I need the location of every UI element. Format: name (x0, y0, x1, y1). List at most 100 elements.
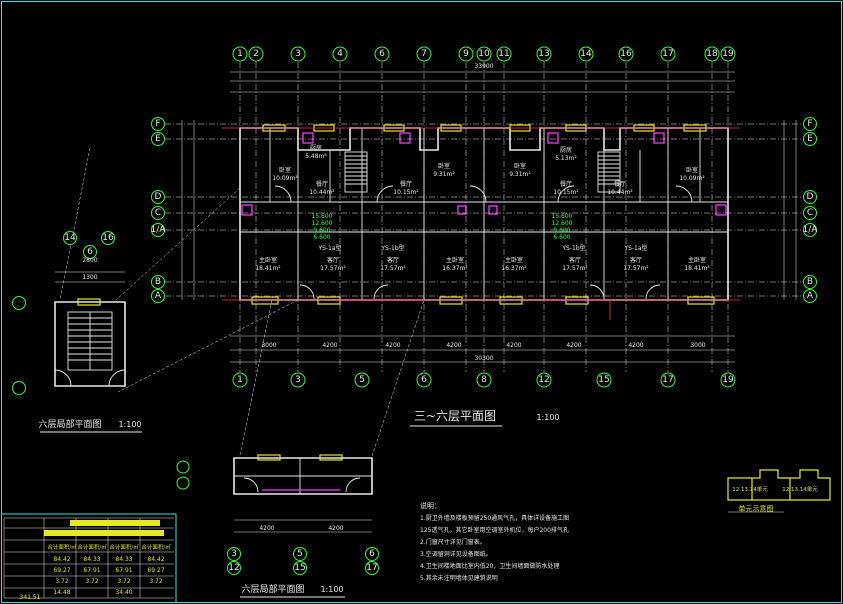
room-name: 卧室 (438, 162, 450, 170)
local-dim: 4200 (328, 525, 343, 532)
room-area: 16.37m² (442, 265, 468, 272)
left-local-plan (54, 147, 299, 393)
elevation-mark: 9.600 (553, 227, 570, 234)
axis-bubble-row: A (151, 289, 165, 303)
axis-bubble-bottom: 8 (476, 372, 492, 388)
room-area: 10.15m² (553, 189, 579, 196)
local-dim: 1300 (82, 274, 97, 281)
room-area: 18.41m² (255, 265, 281, 272)
axis-bubble-bottom: 15 (596, 372, 612, 388)
axis-label: 1/A (151, 225, 167, 235)
bottom-dim: 4200 (628, 342, 643, 349)
table-cell: 69.27 (147, 567, 164, 574)
notes-line: 4.卫生间楼地面比室内低20，卫生间墙面做防水处理 (420, 562, 559, 570)
axis-bubble-bottom: 19 (720, 372, 736, 388)
plan-scale: 1:100 (536, 413, 559, 422)
room-area: 9.31m² (433, 171, 455, 178)
notes-heading: 说明： (420, 501, 441, 510)
axis-label: 1 (237, 375, 243, 385)
axis-bubble-row: F (151, 117, 165, 131)
local-dim: 2800 (82, 257, 97, 264)
room-name: 客厅 (630, 256, 642, 264)
room-area: 16.37m² (501, 265, 527, 272)
axis-label: 10 (478, 49, 490, 59)
room-name: 客厅 (327, 256, 339, 264)
axis-label: B (807, 277, 813, 287)
unit-type: YS-1a型 (623, 244, 647, 252)
table-cell: 69.27 (53, 567, 70, 574)
axis-label: 18 (706, 49, 718, 59)
notes-line: 3.空调留洞详见设备图纸。 (420, 550, 492, 558)
room-area: 17.57m² (380, 265, 406, 272)
axis-bubble-local: 14 (63, 231, 77, 245)
axis-bubble-local: 3 (227, 547, 241, 561)
axis-label: 5 (297, 549, 303, 559)
axis-bubble-row: B (803, 275, 817, 289)
elevation-mark: 9.600 (313, 227, 330, 234)
axis-bubble-row: E (803, 132, 817, 146)
axis-bubble-top: 10 (476, 46, 492, 62)
axis-label: 17 (662, 375, 673, 385)
axis-bubble-top: 11 (496, 46, 512, 62)
axis-label: 19 (722, 375, 734, 385)
axis-bubble-local: 5 (293, 547, 307, 561)
axis-bubble-top: 6 (374, 46, 390, 62)
plan-title: 三~六层平面图 (414, 409, 496, 423)
axis-bubble-local: 6 (365, 547, 379, 561)
axis-bubble-row: 1/A (151, 223, 167, 237)
room-name: 卧室 (279, 166, 291, 174)
axis-bubble-local (176, 476, 190, 490)
table-cell: 84.42 (53, 556, 70, 563)
axis-bubble-bottom: 12 (536, 372, 552, 388)
axis-label: 6 (379, 49, 385, 59)
axis-bubble-top: 13 (536, 46, 552, 62)
table-cell: 3.72 (117, 578, 131, 585)
axis-label: E (155, 134, 161, 144)
key-plan-caption: 单元示意图 (739, 504, 774, 513)
axis-bubble-row: B (151, 275, 165, 289)
axis-bubble-local: 12 (227, 561, 241, 575)
axis-bubble-local: 15 (293, 561, 307, 575)
room-area: 17.57m² (320, 265, 346, 272)
room-name: 餐厅 (614, 180, 626, 188)
axis-label: 15 (598, 375, 609, 385)
local-plan-scale: 1:100 (118, 420, 141, 429)
axis-label: 3 (295, 49, 301, 59)
room-name: 客厅 (387, 256, 399, 264)
axis-bubble-top: 19 (720, 46, 736, 62)
axis-label: E (807, 134, 813, 144)
axis-bubble-row: E (151, 132, 165, 146)
axis-bubble-bottom: 1 (232, 372, 248, 388)
room-name: 卧室 (514, 162, 526, 170)
axis-bubble-local: 6 (83, 245, 97, 259)
axis-label: 12 (538, 375, 549, 385)
room-name: 主卧室 (259, 256, 277, 264)
table-cell: 3.72 (85, 578, 99, 585)
axis-bubble-top: 14 (578, 46, 594, 62)
axis-bubble-local (12, 381, 26, 395)
key-plan-label: 12.13.14单元 (782, 485, 818, 493)
axis-label: F (155, 119, 160, 129)
bottom-dim: 4200 (446, 342, 461, 349)
room-name: 客厅 (569, 256, 581, 264)
axis-label: 1 (237, 49, 243, 59)
local-plan-scale: 1:100 (320, 585, 343, 594)
room-name: 卧室 (686, 166, 698, 174)
room-area: 5.48m² (305, 153, 327, 160)
axis-bubble-row: D (803, 190, 817, 204)
room-name: 餐厅 (560, 180, 572, 188)
bottom-dim: 3000 (690, 342, 705, 349)
axis-label: 4 (337, 49, 343, 59)
bottom-dim: 3000 (261, 342, 276, 349)
axis-bubble-top: 1 (232, 46, 248, 62)
table-cell: 3.72 (55, 578, 69, 585)
axis-label: 19 (722, 49, 734, 59)
bottom-local-plan (233, 299, 425, 533)
axis-label: A (807, 291, 814, 301)
axis-bubble-bottom: 3 (290, 372, 306, 388)
axis-label: 12 (228, 563, 239, 573)
axis-bubble-top: 7 (416, 46, 432, 62)
axis-bubble-local: 17 (365, 561, 379, 575)
